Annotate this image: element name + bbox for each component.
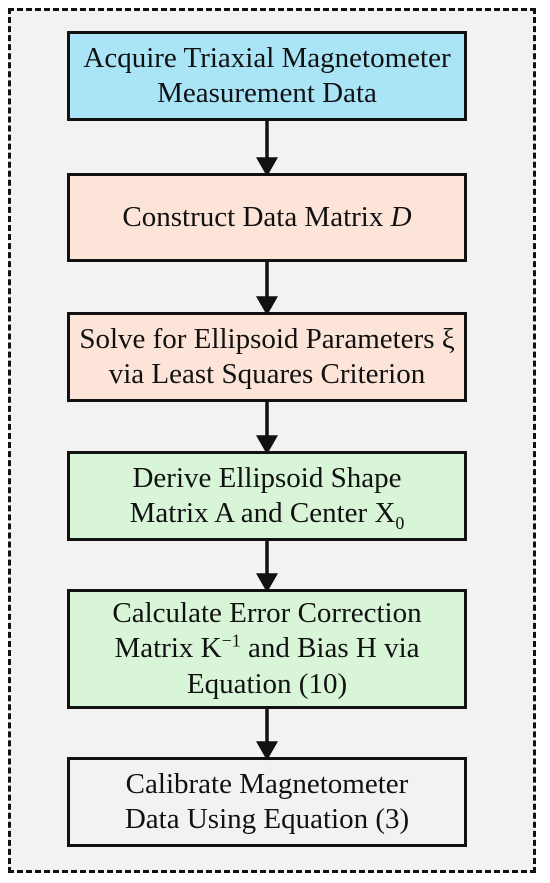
step-3-line-1: Solve for Ellipsoid Parameters ξ	[79, 322, 455, 355]
step-5-line-2: Matrix K−1 and Bias H via	[112, 631, 421, 666]
step-3-line-2: via Least Squares Criterion	[108, 358, 426, 390]
step-1-line-2: Measurement Data	[157, 77, 377, 109]
step-2-text: Construct Data Matrix	[122, 200, 391, 233]
step-5-line-3: Equation (10)	[186, 667, 348, 700]
step-calculate-correction: Calculate Error Correction Matrix K−1 an…	[67, 589, 467, 709]
step-2-variable: D	[390, 200, 412, 233]
step-5-line-2-post: and Bias H via	[240, 632, 420, 665]
step-acquire-data: Acquire Triaxial Magnetometer Measuremen…	[67, 31, 467, 121]
step-1-line-1: Acquire Triaxial Magnetometer	[83, 41, 451, 74]
step-4-line-2: Matrix A and Center X0	[129, 496, 405, 533]
step-solve-parameters: Solve for Ellipsoid Parameters ξ via Lea…	[67, 312, 467, 402]
step-construct-matrix: Construct Data Matrix D	[67, 173, 467, 262]
arrow-4-head	[255, 573, 279, 593]
step-4-subscript: 0	[395, 512, 405, 533]
step-5-superscript: −1	[221, 630, 241, 651]
step-4-line-2-text: Matrix A and Center X	[129, 497, 396, 529]
arrow-2-head	[255, 296, 279, 316]
step-4-line-1: Derive Ellipsoid Shape	[132, 461, 402, 494]
step-6-line-1: Calibrate Magnetometer	[125, 767, 409, 800]
step-5-line-1: Calculate Error Correction	[112, 596, 422, 629]
arrow-1-head	[255, 157, 279, 177]
step-derive-shape: Derive Ellipsoid Shape Matrix A and Cent…	[67, 451, 467, 541]
step-calibrate-data: Calibrate Magnetometer Data Using Equati…	[67, 757, 467, 847]
step-6-line-2: Data Using Equation (3)	[124, 803, 410, 835]
arrow-5-head	[255, 741, 279, 761]
arrow-3-head	[255, 435, 279, 455]
step-5-line-2-pre: Matrix K	[114, 632, 222, 665]
